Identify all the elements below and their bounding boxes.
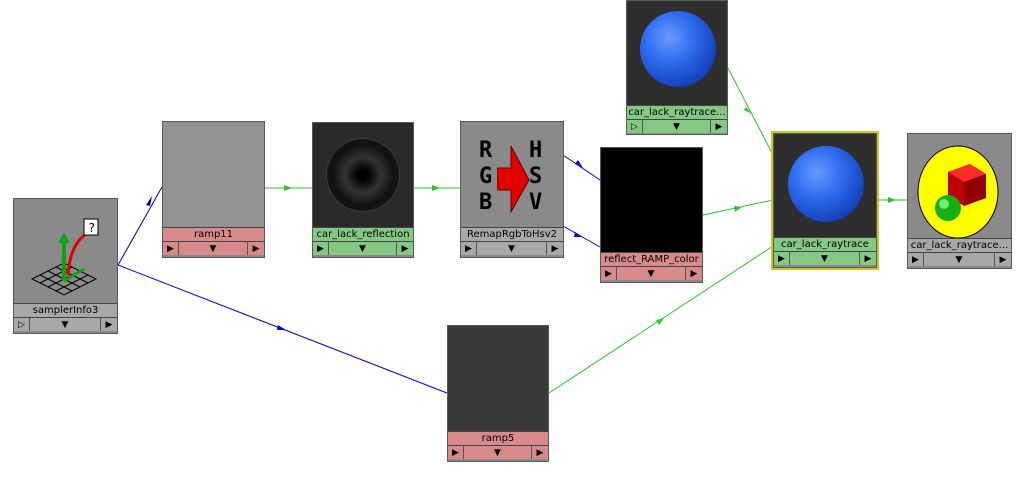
node-port-bar: ▶ ▼ ▶: [313, 241, 413, 255]
node-port-bar: ▶ ▼ ▶: [774, 251, 876, 265]
wire-arrow: [656, 318, 664, 325]
node-port-bar: ▶ ▼ ▶: [461, 241, 563, 255]
wire-arrow: [284, 185, 292, 191]
output-port-button[interactable]: ▶: [999, 254, 1007, 265]
wire-samplerinfo-ramp11[interactable]: [117, 186, 163, 266]
input-port-button[interactable]: ▶: [461, 242, 477, 255]
input-port-button[interactable]: ▶: [774, 252, 790, 265]
samplerinfo-icon: ?: [14, 199, 117, 303]
output-port-button[interactable]: ▶: [690, 268, 698, 279]
svg-text:?: ?: [88, 221, 95, 235]
raytrace-top-swatch: [627, 1, 727, 105]
output-port-button[interactable]: ▶: [551, 243, 559, 254]
node-ramp5[interactable]: ramp5 ▶ ▼ ▶: [447, 325, 549, 462]
expand-ports-button[interactable]: ▼: [179, 242, 248, 255]
shading-group-icon: [908, 134, 1011, 239]
output-port-button[interactable]: ▶: [864, 253, 872, 264]
expand-ports-button[interactable]: ▼: [790, 252, 860, 265]
node-port-bar: ▶ ▼ ▶: [601, 266, 702, 280]
wire-remap-reflectramp-b[interactable]: [562, 225, 601, 248]
convert-arrow-icon: [497, 145, 530, 214]
output-port-button[interactable]: ▶: [401, 243, 409, 254]
node-reflect-ramp-color[interactable]: reflect_RAMP_color ▶ ▼ ▶: [600, 147, 703, 283]
output-port-button[interactable]: ▶: [252, 243, 260, 254]
expand-ports-button[interactable]: ▼: [30, 318, 101, 331]
wire-remap-reflectramp-a[interactable]: [562, 154, 601, 181]
node-remaprgbtohsv2[interactable]: R G B H S V RemapRgbToHsv2 ▶ ▼ ▶: [460, 121, 564, 258]
input-port-button[interactable]: ▷: [627, 120, 643, 133]
wire-arrow: [432, 185, 440, 191]
node-port-bar: ▶ ▼ ▶: [163, 241, 264, 255]
node-port-bar: ▶ ▼ ▶: [908, 252, 1011, 266]
wire-arrow: [574, 232, 582, 237]
node-car-lack-raytrace-top[interactable]: car_lack_raytrace... ▷ ▼ ▶: [626, 0, 728, 135]
node-port-bar: ▷ ▼ ▶: [14, 317, 117, 331]
node-car-lack-raytrace[interactable]: car_lack_raytrace ▶ ▼ ▶: [771, 131, 879, 270]
wire-arrow: [744, 107, 752, 114]
node-label: reflect_RAMP_color: [601, 252, 702, 266]
wire-arrow: [277, 325, 286, 330]
expand-ports-button[interactable]: ▼: [617, 267, 686, 280]
node-port-bar: ▷ ▼ ▶: [627, 119, 727, 133]
output-port-button[interactable]: ▶: [715, 121, 723, 132]
node-label: car_lack_raytrace...: [627, 105, 727, 119]
input-port-button[interactable]: ▷: [14, 318, 30, 331]
wire-arrow: [146, 196, 152, 206]
reflect-ramp-swatch: [601, 148, 702, 252]
wire-arrow: [734, 206, 742, 212]
node-port-bar: ▶ ▼ ▶: [448, 445, 548, 459]
node-car-lack-reflection[interactable]: car_lack_reflection ▶ ▼ ▶: [312, 122, 414, 258]
reflection-swatch: [313, 123, 413, 227]
node-ramp11[interactable]: ramp11 ▶ ▼ ▶: [162, 121, 265, 258]
rgb-letters: R G B: [479, 138, 493, 215]
expand-ports-button[interactable]: ▼: [477, 242, 547, 255]
input-port-button[interactable]: ▶: [448, 446, 464, 459]
output-port-button[interactable]: ▶: [536, 447, 544, 458]
input-port-button[interactable]: ▶: [908, 253, 924, 266]
remap-icon: R G B H S V: [461, 122, 563, 227]
expand-ports-button[interactable]: ▼: [643, 120, 711, 133]
raytrace-swatch: [774, 134, 876, 237]
node-car-lack-raytrace-sg[interactable]: car_lack_raytrace... ▶ ▼ ▶: [907, 133, 1012, 269]
ramp5-swatch: [448, 326, 548, 431]
raytrace-top-sphere: [640, 11, 716, 87]
node-label: car_lack_reflection: [313, 227, 413, 241]
node-label: RemapRgbToHsv2: [461, 227, 563, 241]
node-label: car_lack_raytrace: [774, 237, 876, 251]
wire-arrow: [888, 197, 896, 203]
node-label: ramp5: [448, 431, 548, 445]
raytrace-sphere: [788, 146, 864, 222]
reflection-sphere: [327, 139, 399, 211]
wire-arrow: [575, 160, 583, 168]
input-port-button[interactable]: ▶: [163, 242, 179, 255]
node-samplerinfo3[interactable]: ? samplerInfo3 ▷ ▼ ▶: [13, 198, 118, 334]
node-label: samplerInfo3: [14, 303, 117, 317]
ramp11-swatch: [163, 122, 264, 227]
expand-ports-button[interactable]: ▼: [464, 446, 532, 459]
input-port-button[interactable]: ▶: [601, 267, 617, 280]
hsv-letters: H S V: [529, 138, 543, 215]
expand-ports-button[interactable]: ▼: [924, 253, 995, 266]
node-label: car_lack_raytrace...: [908, 238, 1011, 252]
expand-ports-button[interactable]: ▼: [329, 242, 397, 255]
output-port-button[interactable]: ▶: [105, 319, 113, 330]
input-port-button[interactable]: ▶: [313, 242, 329, 255]
wire-raytracetop-raytrace[interactable]: [727, 67, 774, 156]
node-label: ramp11: [163, 227, 264, 241]
